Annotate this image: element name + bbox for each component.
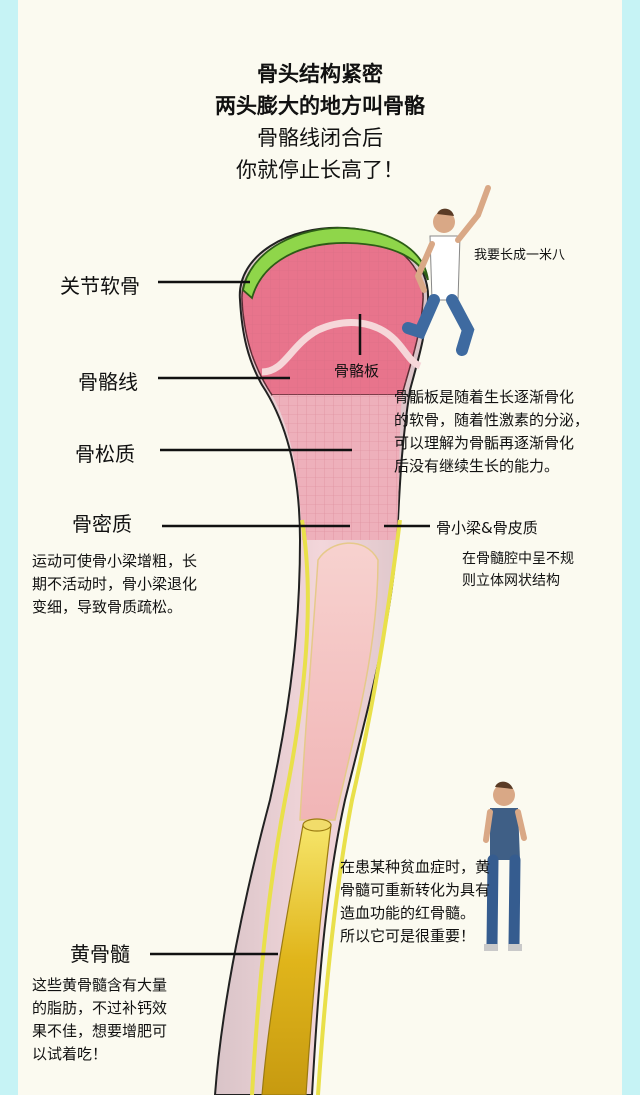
- label-compact: 骨密质: [72, 512, 132, 536]
- label-plate: 骨骼板: [334, 362, 380, 380]
- jumper-speech: 我要长成一米八: [474, 248, 566, 263]
- label-yellow-marrow: 黄骨髓: [70, 942, 130, 966]
- exercise-note: 运动可使骨小梁增粗，长 期不活动时，骨小梁退化 变细，导致骨质疏松。: [32, 552, 198, 616]
- marrow-note: 在患某种贫血症时，黄 骨髓可重新转化为具有 造血功能的红骨髓。 所以它可是很重要…: [340, 858, 491, 945]
- yellow-marrow: [261, 824, 332, 1095]
- title-line-4: 你就停止长高了！: [236, 158, 404, 182]
- label-trabecula: 骨小梁&骨皮质: [436, 519, 538, 537]
- label-epiphyseal-line: 骨骼线: [78, 370, 138, 394]
- title-line-2: 两头膨大的地方叫骨骼: [215, 94, 425, 118]
- title-line-3: 骨骼线闭合后: [257, 126, 383, 150]
- plate-note: 骨骺板是随着生长逐渐骨化 的软骨，随着性激素的分泌， 可以理解为骨骺再逐渐骨化 …: [394, 388, 590, 475]
- jumping-person-icon: [402, 185, 491, 356]
- cartilage-cap: [242, 227, 429, 300]
- trabecula-note: 在骨髓腔中呈不规 则立体网状结构: [462, 551, 574, 589]
- medullary-canal: [299, 542, 379, 821]
- label-cartilage: 关节软骨: [60, 274, 140, 298]
- label-cancellous: 骨松质: [75, 442, 135, 466]
- growth-plate: [261, 319, 422, 376]
- compact-bone-edge: [250, 519, 310, 1095]
- fat-note: 这些黄骨髓含有大量 的脂肪，不过补钙效 果不佳，想要增肥可 以试着吃！: [32, 976, 168, 1063]
- standing-person-icon: [483, 781, 527, 951]
- title-line-1: 骨头结构紧密: [257, 62, 383, 86]
